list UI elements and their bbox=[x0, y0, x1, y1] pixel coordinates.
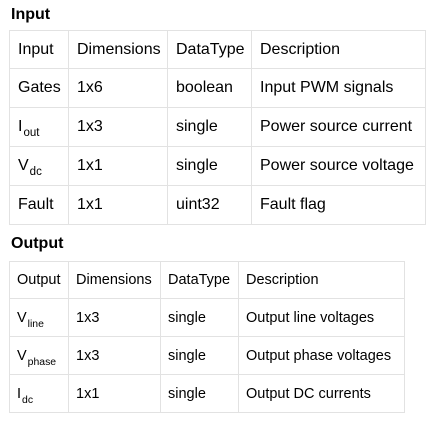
port-symbol: V bbox=[17, 309, 27, 326]
port-datatype: single bbox=[160, 298, 239, 337]
port-subscript: dc bbox=[22, 394, 34, 406]
port-subscript: out bbox=[23, 127, 40, 139]
port-datatype: uint32 bbox=[167, 185, 252, 225]
column-header-output: Output bbox=[9, 261, 69, 299]
port-description: Power source current bbox=[251, 107, 426, 147]
port-datatype: boolean bbox=[167, 68, 252, 108]
table-row: Vphase 1x3 single Output phase voltages bbox=[9, 336, 405, 375]
port-description: Power source voltage bbox=[251, 146, 426, 186]
table-row: Gates 1x6 boolean Input PWM signals bbox=[9, 68, 426, 108]
port-dimensions: 1x1 bbox=[68, 374, 161, 413]
port-symbol: V bbox=[18, 157, 29, 174]
port-description: Fault flag bbox=[251, 185, 426, 225]
port-name: Vline bbox=[9, 298, 69, 337]
table-row: Vdc 1x1 single Power source voltage bbox=[9, 146, 426, 186]
port-dimensions: 1x3 bbox=[68, 107, 168, 147]
column-header-datatype: DataType bbox=[160, 261, 239, 299]
table-header-row: Output Dimensions DataType Description bbox=[9, 261, 405, 299]
port-name: Iout bbox=[9, 107, 69, 147]
table-row: Iout 1x3 single Power source current bbox=[9, 107, 426, 147]
column-header-description: Description bbox=[238, 261, 405, 299]
port-symbol: V bbox=[17, 347, 27, 364]
port-subscript: dc bbox=[29, 166, 42, 178]
column-header-datatype: DataType bbox=[167, 30, 252, 69]
table-row: Vline 1x3 single Output line voltages bbox=[9, 298, 405, 337]
port-dimensions: 1x6 bbox=[68, 68, 168, 108]
input-ports-table: Input Dimensions DataType Description Ga… bbox=[9, 30, 426, 225]
port-description: Output DC currents bbox=[238, 374, 405, 413]
port-dimensions: 1x1 bbox=[68, 185, 168, 225]
port-symbol: Gates bbox=[18, 79, 61, 96]
port-dimensions: 1x3 bbox=[68, 336, 161, 375]
port-datatype: single bbox=[160, 336, 239, 375]
port-dimensions: 1x3 bbox=[68, 298, 161, 337]
port-description: Input PWM signals bbox=[251, 68, 426, 108]
port-symbol: I bbox=[17, 385, 22, 402]
port-symbol: Fault bbox=[18, 196, 54, 213]
input-section-heading: Input bbox=[11, 6, 51, 23]
column-header-dimensions: Dimensions bbox=[68, 30, 168, 69]
column-header-dimensions: Dimensions bbox=[68, 261, 161, 299]
output-section-heading: Output bbox=[11, 235, 64, 252]
table-header-row: Input Dimensions DataType Description bbox=[9, 30, 426, 69]
port-name: Vdc bbox=[9, 146, 69, 186]
port-dimensions: 1x1 bbox=[68, 146, 168, 186]
table-row: Idc 1x1 single Output DC currents bbox=[9, 374, 405, 413]
port-datatype: single bbox=[160, 374, 239, 413]
port-name: Idc bbox=[9, 374, 69, 413]
port-subscript: line bbox=[27, 318, 44, 330]
table-row: Fault 1x1 uint32 Fault flag bbox=[9, 185, 426, 225]
port-datatype: single bbox=[167, 146, 252, 186]
column-header-description: Description bbox=[251, 30, 426, 69]
port-description: Output phase voltages bbox=[238, 336, 405, 375]
port-name: Fault bbox=[9, 185, 69, 225]
output-ports-table: Output Dimensions DataType Description V… bbox=[9, 261, 405, 413]
port-symbol: I bbox=[18, 118, 23, 135]
port-name: Gates bbox=[9, 68, 69, 108]
port-description: Output line voltages bbox=[238, 298, 405, 337]
column-header-input: Input bbox=[9, 30, 69, 69]
port-subscript: phase bbox=[27, 356, 57, 368]
port-name: Vphase bbox=[9, 336, 69, 375]
port-datatype: single bbox=[167, 107, 252, 147]
